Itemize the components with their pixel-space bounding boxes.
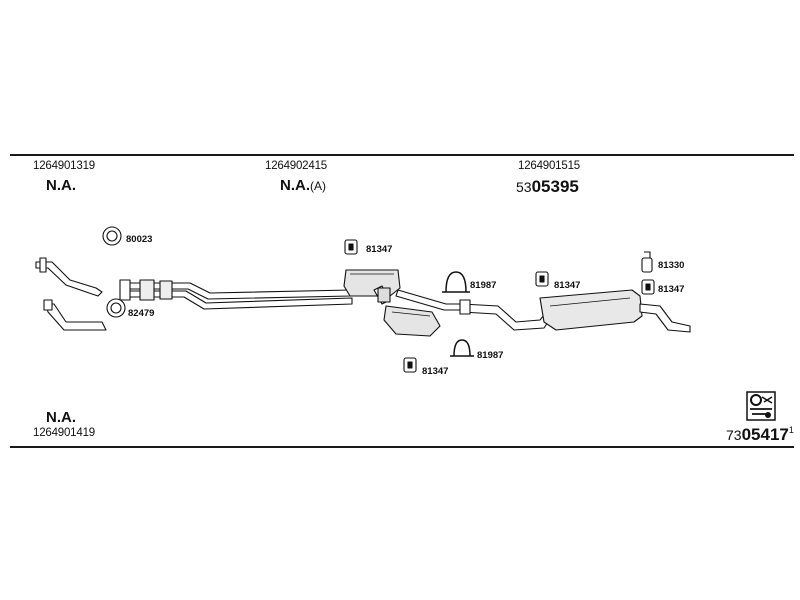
middle-silencer-lower[interactable] (383, 305, 441, 337)
drawing-ref-prefix: 73 (726, 427, 742, 443)
status-part-2-text: N.A. (280, 177, 310, 194)
rubber-hanger-81347-a[interactable] (344, 239, 358, 255)
exhaust-clamp-81987-b[interactable] (450, 339, 474, 357)
status-part-4: N.A. (46, 409, 76, 426)
middle-silencer-upper[interactable] (343, 269, 401, 297)
label-81330: 81330 (658, 260, 684, 271)
bottom-divider (10, 446, 794, 448)
top-divider (10, 154, 794, 156)
label-81987-a: 81987 (470, 280, 496, 291)
front-pipe-upper[interactable] (35, 257, 103, 297)
label-81987-b: 81987 (477, 350, 503, 361)
part-number-4[interactable]: 1264901419 (33, 427, 95, 439)
rubber-hanger-81347-c[interactable] (641, 279, 655, 295)
ref-number-3-prefix: 53 (516, 179, 532, 195)
drawing-ref-suffix: 1 (788, 425, 794, 435)
gasket-ring-82479[interactable] (106, 298, 126, 318)
label-81347-a: 81347 (366, 244, 392, 255)
rubber-hanger-81347-d[interactable] (403, 357, 417, 373)
part-number-3[interactable]: 1264901515 (518, 160, 580, 172)
dual-front-pipe[interactable] (119, 279, 353, 310)
front-pipe-lower[interactable] (43, 299, 107, 331)
rear-silencer[interactable] (539, 289, 691, 333)
exhaust-hanger-81330[interactable] (641, 251, 653, 273)
part-number-2[interactable]: 1264902415 (265, 160, 327, 172)
ref-number-3[interactable]: 5305395 (516, 178, 579, 195)
label-80023: 80023 (126, 234, 152, 245)
label-81347-c: 81347 (658, 284, 684, 295)
drawing-ref[interactable]: 73054171 (726, 425, 794, 444)
rear-intermediate-pipe[interactable] (459, 299, 553, 331)
status-part-2-suffix: (A) (310, 179, 326, 193)
status-part-1: N.A. (46, 177, 76, 194)
status-part-2: N.A.(A) (280, 178, 326, 193)
label-82479: 82479 (128, 308, 154, 319)
part-number-1[interactable]: 1264901319 (33, 160, 95, 172)
gasket-ring-80023[interactable] (102, 226, 122, 246)
label-81347-b: 81347 (554, 280, 580, 291)
label-81347-d: 81347 (422, 366, 448, 377)
rubber-hanger-81347-b[interactable] (535, 271, 549, 287)
ref-number-3-main: 05395 (531, 177, 579, 196)
parts-catalog-logo-icon (746, 391, 776, 421)
exhaust-clamp-81987-a[interactable] (442, 271, 470, 293)
drawing-ref-main: 05417 (741, 425, 789, 444)
